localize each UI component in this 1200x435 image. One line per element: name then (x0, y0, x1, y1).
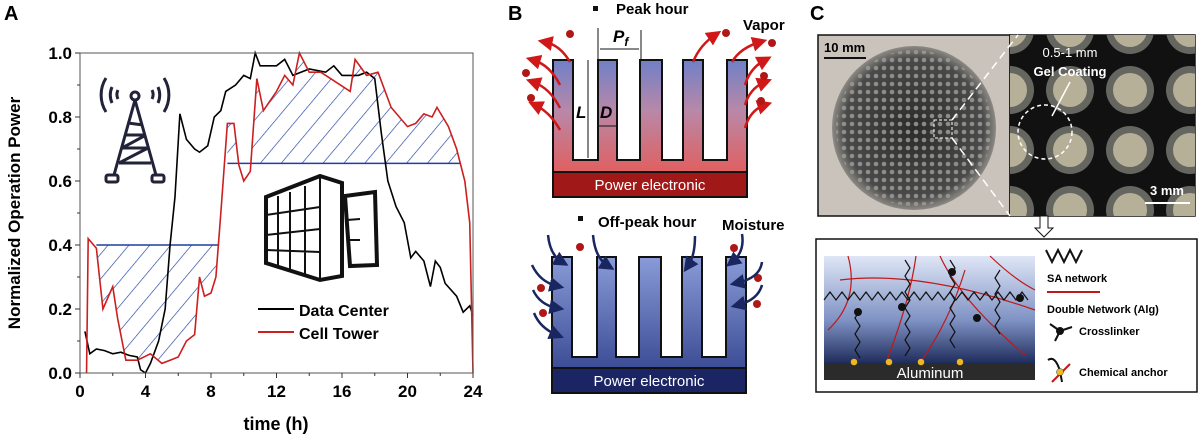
panel-label-c: C (810, 3, 824, 25)
gel-network-schematic: Aluminum (823, 255, 1036, 382)
shaded-region (96, 245, 220, 364)
photo-gel-coating-closeup: 0.5-1 mm Gel Coating 3 mm (951, 34, 1196, 217)
dimension-annotations (587, 28, 642, 160)
panel-label-a: A (4, 3, 18, 25)
y-tick-label: 0.4 (48, 236, 72, 255)
coating-size-label: 0.5-1 mm (1043, 45, 1098, 60)
pf-main: P (613, 27, 625, 46)
legend-chemical-anchor: Chemical anchor (1079, 367, 1168, 379)
bullet-icon (593, 6, 598, 11)
x-tick-label: 8 (206, 382, 215, 401)
photo-heatsink-overview: 10 mm (817, 34, 1011, 217)
l-label: L (576, 103, 586, 122)
x-tick-label: 16 (333, 382, 352, 401)
y-tick-label: 0.8 (48, 108, 72, 127)
panel-c-diagram: C 10 mm 0.5-1 mm Gel Coating 3 mm (810, 3, 1198, 393)
sa-network-icon (1045, 247, 1083, 265)
x-tick-label: 0 (75, 382, 84, 401)
series-line-cell-tower (85, 50, 474, 374)
pf-sub: f (624, 35, 629, 49)
pf-label: Pf (613, 27, 629, 49)
down-arrow-icon (1033, 215, 1055, 238)
legend-crosslinker: Crosslinker (1079, 326, 1140, 338)
x-tick-label: 12 (267, 382, 286, 401)
peak-hour-label: Peak hour (616, 1, 689, 18)
legend-double-network: Double Network (Alg) (1047, 304, 1159, 316)
power-electronic-off-peak (551, 367, 747, 394)
panel-a-chart: A 0 4 8 12 16 20 24 0.0 0.2 0.4 0.6 0.8 1.0 time (h)… (4, 3, 483, 434)
legend-label-cell-tower: Cell Tower (299, 326, 379, 343)
legend-label-data-center: Data Center (299, 303, 389, 320)
d-label: D (600, 103, 612, 122)
data-center-icon (264, 173, 380, 283)
y-axis-label: Normalized Operation Power (5, 96, 24, 329)
x-tick-label: 24 (464, 382, 483, 401)
legend-sa-network: SA network (1047, 273, 1108, 285)
vapor-arrows (525, 30, 773, 131)
legend: Data Center Cell Tower (258, 303, 389, 343)
power-electronic-peak (552, 171, 748, 198)
gel-coating-label: Gel Coating (1034, 64, 1107, 79)
y-tick-label: 1.0 (48, 44, 72, 63)
shaded-region (227, 53, 460, 164)
aluminum-label: Aluminum (897, 365, 964, 382)
power-electronic-off-peak-label: Power electronic (594, 373, 705, 390)
moisture-arrows (530, 233, 764, 340)
x-tick-label: 4 (141, 382, 151, 401)
schematic-legend: SA network Double Network (Alg) Crosslin… (1045, 247, 1168, 383)
y-tick-label: 0.6 (48, 172, 72, 191)
scale-label-3mm: 3 mm (1150, 183, 1184, 198)
chemical-anchor-icon (1047, 357, 1071, 383)
bullet-icon (578, 216, 583, 221)
scale-label-10mm: 10 mm (824, 40, 865, 55)
cell-tower-icon (99, 77, 171, 184)
y-tick-label: 0.2 (48, 300, 72, 319)
off-peak-hour-label: Off-peak hour (598, 214, 696, 231)
y-tick-label: 0.0 (48, 364, 72, 383)
panel-label-b: B (508, 3, 522, 25)
vapor-label: Vapor (743, 17, 785, 34)
heatsink-off-peak (551, 256, 747, 369)
panel-b-diagram: B Peak hour Vapor Power electronic Pf L … (508, 1, 785, 394)
x-tick-label: 20 (398, 382, 417, 401)
power-electronic-peak-label: Power electronic (595, 177, 706, 194)
crosslinker-icon (1049, 323, 1073, 342)
moisture-label: Moisture (722, 217, 785, 234)
x-axis-label: time (h) (244, 414, 309, 434)
